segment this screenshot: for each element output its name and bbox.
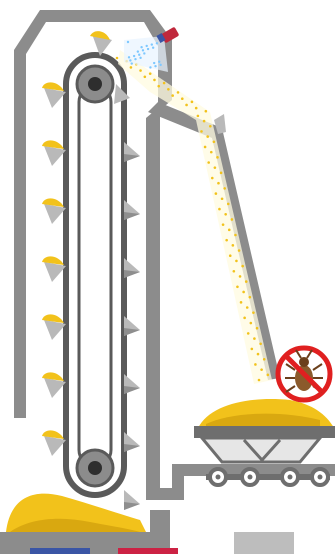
wheel: [210, 469, 226, 485]
bucket: [124, 432, 140, 452]
bucket: [124, 200, 140, 220]
bucket: [42, 140, 66, 166]
boot-pulley: [77, 450, 113, 486]
wheel: [312, 469, 328, 485]
bug-head: [299, 357, 309, 367]
floor-strip-left: [30, 548, 90, 554]
wagon-body: [194, 426, 335, 438]
wheel: [242, 469, 258, 485]
bucket: [124, 490, 140, 510]
bucket: [42, 82, 66, 108]
bucket: [42, 314, 66, 340]
conveyor-belt-inner: [79, 86, 111, 466]
floor-strip-right: [118, 548, 178, 554]
bucket: [42, 198, 66, 224]
bucket: [42, 430, 66, 456]
bucket: [124, 316, 140, 336]
bucket: [42, 372, 66, 398]
wheel: [282, 469, 298, 485]
head-pulley: [77, 66, 113, 102]
treatment-particles: [116, 50, 272, 384]
bucket: [124, 374, 140, 394]
buckets-left: [42, 82, 66, 456]
bucket: [124, 142, 140, 162]
no-bug-icon: [278, 348, 330, 400]
bucket: [42, 256, 66, 282]
bucket: [124, 258, 140, 278]
floor-block: [234, 532, 294, 554]
